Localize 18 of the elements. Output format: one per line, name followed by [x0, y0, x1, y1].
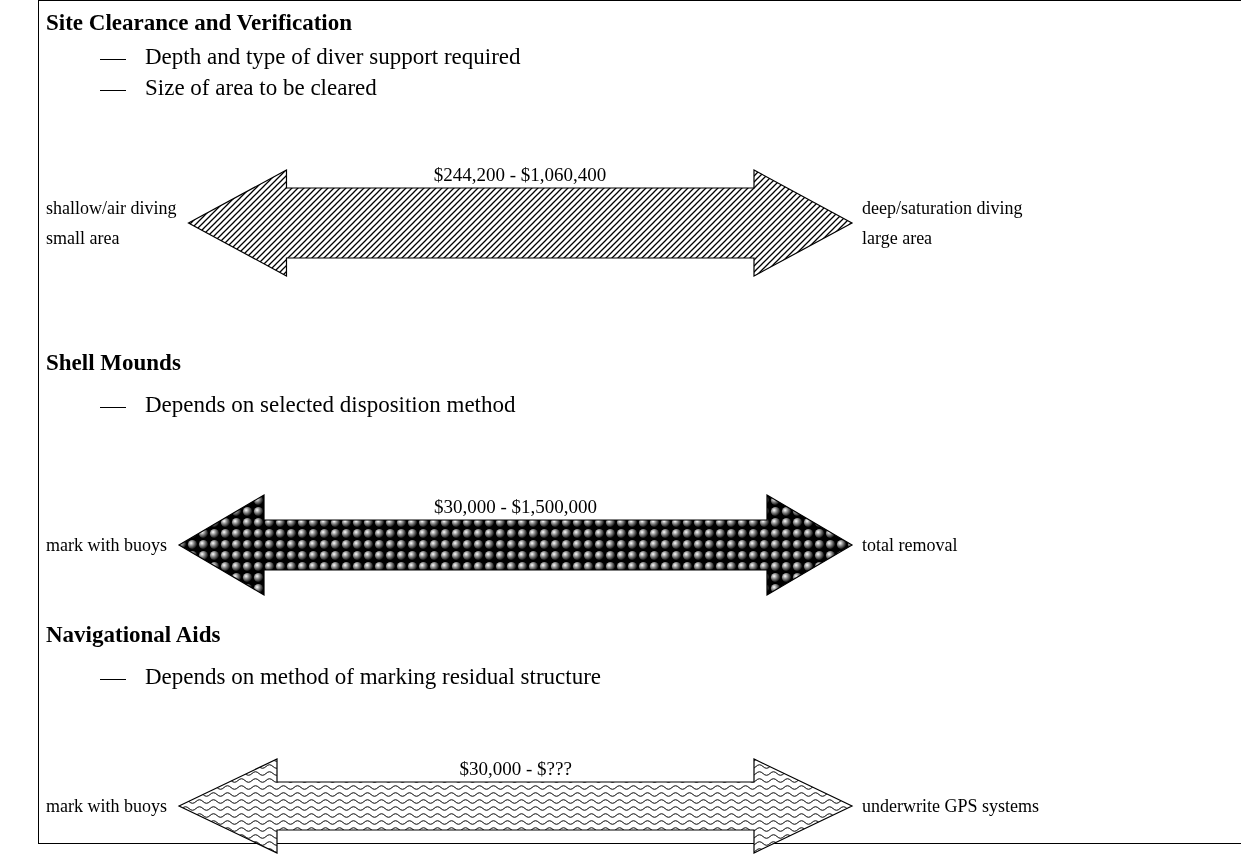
bullet-text: Depends on method of marking residual structure	[145, 664, 602, 690]
section-heading: Navigational Aids	[46, 622, 221, 648]
range-end-label: large area	[862, 227, 934, 250]
range-end-label: underwrite GPS systems	[862, 795, 1039, 818]
double-arrow	[187, 169, 854, 277]
range-end-label: mark with buoys	[46, 795, 167, 818]
range-end-label: mark with buoys	[46, 534, 167, 557]
double-arrow	[177, 758, 854, 854]
range-end-label: total removal	[862, 534, 958, 557]
range-end-label: shallow/air diving	[46, 197, 177, 220]
double-arrow	[177, 493, 854, 597]
bullet-text: Depends on selected disposition method	[145, 392, 516, 418]
range-end-label: small area	[46, 227, 121, 250]
bullet-text: Size of area to be cleared	[145, 75, 377, 101]
bullet-text: Depth and type of diver support required	[145, 44, 521, 70]
range-end-label: deep/saturation diving	[862, 197, 1023, 220]
section-heading: Shell Mounds	[46, 350, 181, 376]
section-heading: Site Clearance and Verification	[46, 10, 352, 36]
